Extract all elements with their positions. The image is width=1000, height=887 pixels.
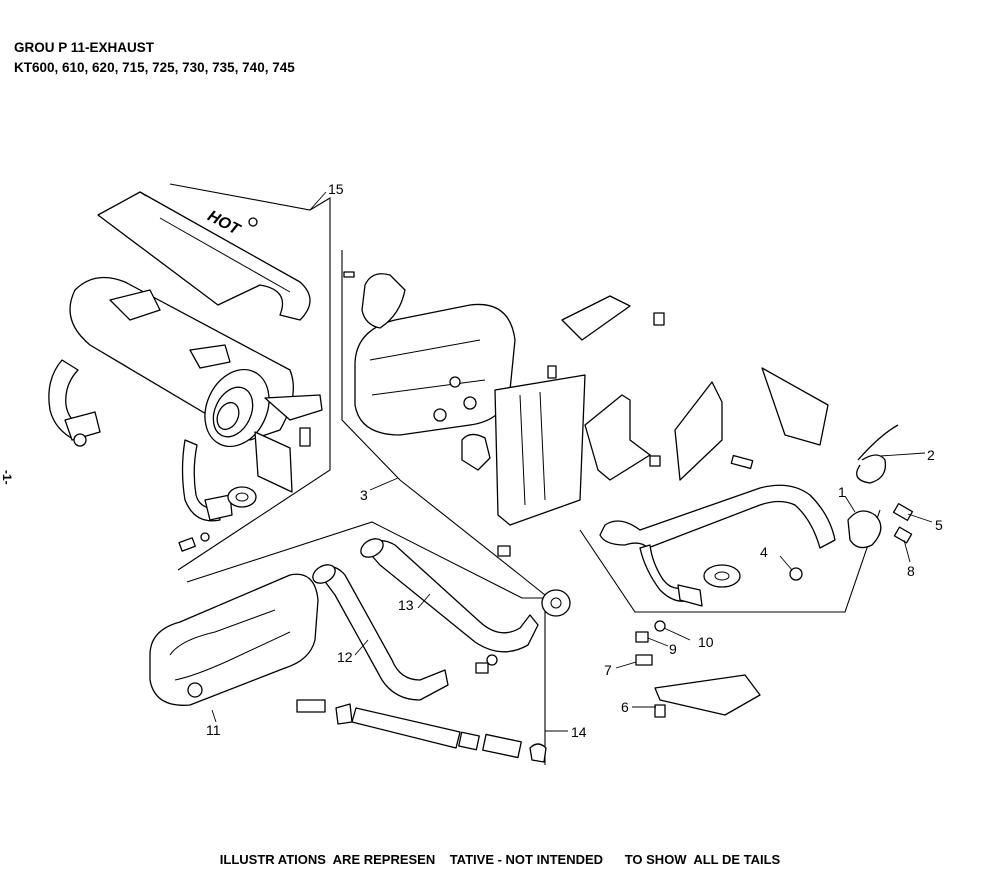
muffler-flange-left bbox=[64, 411, 101, 441]
callout-3: 3 bbox=[360, 487, 368, 503]
fitting-14b bbox=[482, 733, 522, 759]
muffler-flange-lower bbox=[204, 494, 233, 521]
group-3-outline bbox=[341, 250, 546, 596]
callout-15: 15 bbox=[328, 181, 344, 197]
flange-nut-left bbox=[73, 433, 87, 447]
screw-3 bbox=[343, 271, 355, 278]
leader-8 bbox=[903, 539, 911, 563]
bolt-9 bbox=[635, 631, 649, 643]
nut-14 bbox=[458, 731, 480, 751]
rear-plate bbox=[761, 367, 829, 446]
bolt-13 bbox=[475, 662, 489, 674]
callout-2: 2 bbox=[927, 447, 935, 463]
cable-strap bbox=[856, 424, 899, 484]
muffler-3-clip bbox=[361, 273, 406, 329]
exhaust-header-pipe bbox=[599, 484, 836, 549]
leader-1 bbox=[844, 495, 856, 513]
clip-14b bbox=[529, 743, 547, 763]
leader-3 bbox=[369, 477, 399, 491]
washer-10 bbox=[654, 620, 666, 632]
leader-7 bbox=[615, 661, 637, 669]
callout-11: 11 bbox=[206, 722, 221, 738]
leader-15 bbox=[309, 191, 327, 211]
callout-9: 9 bbox=[669, 641, 677, 657]
group-lower-outline bbox=[186, 521, 546, 765]
leader-2 bbox=[879, 452, 926, 457]
tube-14 bbox=[351, 707, 461, 749]
muffler-3 bbox=[354, 303, 516, 436]
side-shield bbox=[674, 381, 723, 481]
fitting-14a bbox=[296, 699, 326, 713]
callout-1: 1 bbox=[838, 484, 846, 500]
stud-5 bbox=[892, 503, 914, 521]
plate-6 bbox=[654, 674, 761, 716]
callout-7: 7 bbox=[604, 662, 612, 678]
leader-5 bbox=[907, 513, 933, 523]
callout-4: 4 bbox=[760, 544, 768, 560]
group-title: GROU P 11-EXHAUST bbox=[14, 40, 155, 55]
spacer-lower bbox=[649, 455, 661, 467]
leader-12 bbox=[354, 639, 369, 656]
bolt-3 bbox=[547, 365, 557, 379]
callout-12: 12 bbox=[337, 649, 353, 665]
muffler-11 bbox=[149, 573, 319, 706]
callout-14: 14 bbox=[571, 724, 587, 740]
washer-15 bbox=[200, 532, 210, 542]
callout-10: 10 bbox=[698, 634, 714, 650]
leader-11 bbox=[211, 709, 217, 723]
group-15-outline bbox=[169, 183, 331, 571]
header-gasket bbox=[703, 564, 741, 588]
clip-14a bbox=[335, 703, 353, 725]
gasket-15 bbox=[227, 486, 257, 508]
leader-13 bbox=[417, 593, 431, 609]
disclaimer-footer: ILLUSTR ATIONS ARE REPRESEN TATIVE - NOT… bbox=[219, 852, 781, 867]
clamp-3 bbox=[461, 433, 491, 471]
bolt-15b bbox=[178, 537, 196, 552]
leader-9 bbox=[647, 637, 669, 647]
nut-4 bbox=[789, 567, 803, 581]
page-edge-mark-text: -1- bbox=[0, 470, 14, 485]
muffler-main bbox=[69, 276, 323, 448]
washer-13 bbox=[486, 654, 498, 666]
bolt-side bbox=[730, 454, 754, 470]
bolt-lower-3 bbox=[497, 545, 511, 557]
bolt-6 bbox=[654, 704, 666, 718]
stud-8 bbox=[893, 526, 913, 544]
header-flange bbox=[847, 510, 882, 549]
callout-6: 6 bbox=[621, 699, 629, 715]
pipe-12 bbox=[317, 566, 449, 701]
model-list: KT600, 610, 620, 715, 725, 730, 735, 740… bbox=[14, 60, 295, 75]
leader-10 bbox=[663, 627, 691, 641]
bolt-15 bbox=[299, 427, 311, 447]
page-header: GROU P 11-EXHAUST KT600, 610, 620, 715, … bbox=[14, 38, 295, 78]
z-bracket bbox=[584, 394, 651, 481]
callout-8: 8 bbox=[907, 563, 915, 579]
upper-bracket bbox=[561, 295, 631, 341]
muffler-mount-plate bbox=[254, 431, 293, 493]
page-edge-mark: -1- bbox=[0, 470, 14, 488]
callout-5: 5 bbox=[935, 517, 943, 533]
spacer-upper bbox=[653, 312, 665, 326]
callout-13: 13 bbox=[398, 597, 414, 613]
gasket-13 bbox=[541, 589, 571, 617]
pipe-13 bbox=[364, 540, 539, 653]
bolt-7 bbox=[635, 654, 653, 666]
leader-4 bbox=[779, 555, 793, 571]
group-1-outline bbox=[579, 509, 881, 613]
mount-bracket-3 bbox=[494, 374, 586, 526]
